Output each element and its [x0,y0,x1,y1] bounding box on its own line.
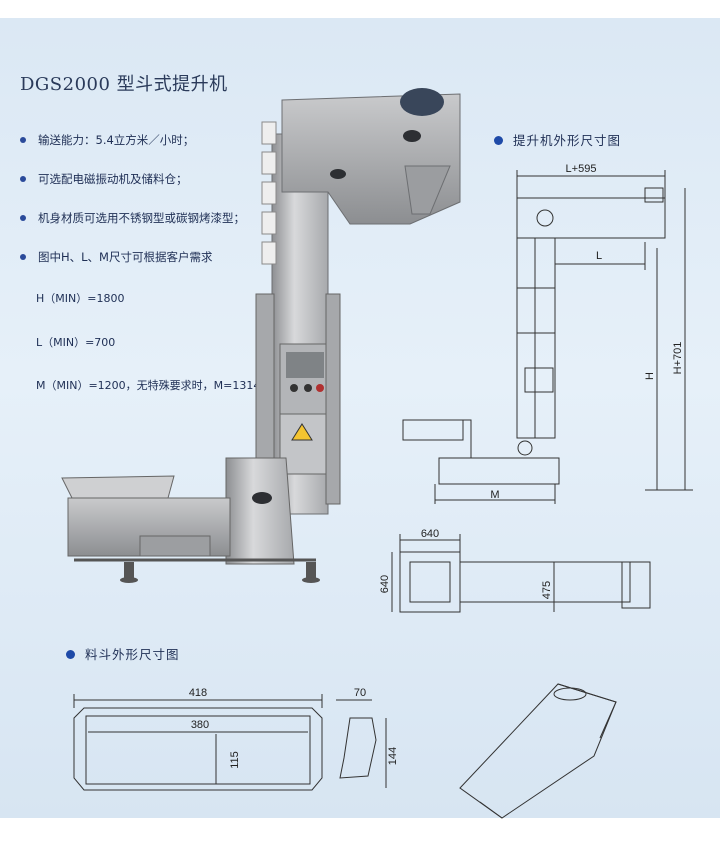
dim-l: L [596,250,602,262]
spec-h-min: H（MIN）=1800 [36,292,125,305]
dim-bucket-height: 115 [229,751,241,769]
dim-top-width: L+595 [566,163,597,175]
dim-m: M [490,489,499,501]
dim-base-width: 640 [421,528,439,540]
dim-base-depth: 640 [379,575,391,593]
elevator-machine-illustration [61,88,461,583]
base-plan-drawing: 640 640 475 [379,528,651,613]
feature-item: 图中H、L、M尺寸可根据客户需求 [20,247,245,267]
dim-h-total: H+701 [672,342,684,375]
dim-bucket-outer-width: 418 [189,687,207,699]
elevator-dims-label: 提升机外形尺寸图 [513,133,622,148]
section-bullet-icon [494,136,503,145]
spec-l-min: L（MIN）=700 [36,336,116,349]
dim-h: H [644,372,656,380]
page-title: DGS2000 型斗式提升机 [20,74,228,95]
dim-base-height: 475 [541,581,553,599]
bucket-dimension-drawing: 418 380 115 70 144 [73,683,617,819]
brochure-sheet: DGS2000 型斗式提升机 输送能力：5.4立方米／小时； 可选配电磁振动机及… [0,18,720,819]
section-bullet-icon [66,650,75,659]
feature-item: 输送能力：5.4立方米／小时； [20,130,245,150]
bucket-dims-heading: 料斗外形尺寸图 [66,644,180,663]
feature-list: 输送能力：5.4立方米／小时； 可选配电磁振动机及储料仓； 机身材质可选用不锈钢… [20,130,245,286]
dim-bucket-side-height: 144 [387,747,399,765]
spec-m-min: M（MIN）=1200，无特殊要求时，M=1314。 [36,379,272,392]
bucket-dims-label: 料斗外形尺寸图 [85,647,180,662]
elevator-dimension-drawing: L+595 L H H+701 M [402,163,693,504]
elevator-dims-heading: 提升机外形尺寸图 [494,130,621,149]
dim-bucket-side-depth: 70 [354,687,366,699]
dim-bucket-inner-width: 380 [191,719,209,731]
feature-item: 机身材质可选用不锈钢型或碳钢烤漆型； [20,208,245,228]
feature-item: 可选配电磁振动机及储料仓； [20,169,245,189]
